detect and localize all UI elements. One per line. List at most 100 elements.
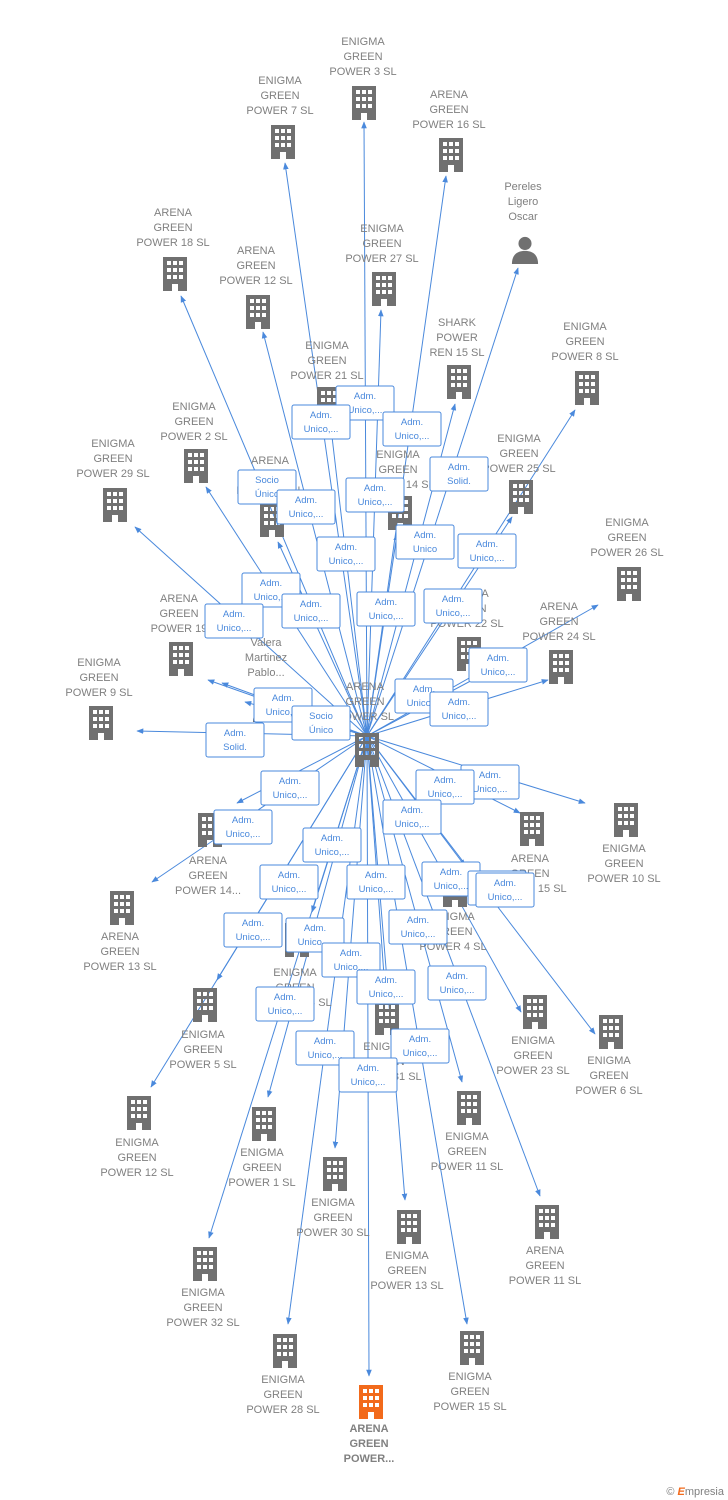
relation-label-eg10[interactable]: Adm.Unico,... — [415, 769, 475, 805]
node-label-line: Valera — [251, 637, 283, 649]
relation-label-eg18[interactable]: Adm.Unico,... — [259, 864, 319, 900]
relation-label-ag24[interactable]: Adm.Unico,... — [429, 691, 489, 727]
node-label-line: GREEN — [236, 260, 275, 272]
relation-label-eg13[interactable]: Adm.Unico,... — [356, 969, 416, 1005]
relation-label-eg25[interactable]: Adm.Unico,... — [423, 588, 483, 624]
relation-label-eg9[interactable]: Adm.Unico,... — [460, 764, 520, 800]
relation-label-eg15[interactable]: Adm.Unico,... — [338, 1057, 398, 1093]
relation-label-ag12[interactable]: Adm.Unico,... — [276, 489, 336, 525]
relation-label-text: Adm. — [300, 599, 322, 610]
relation-label-pereles[interactable]: Adm.Solid. — [429, 456, 489, 492]
relation-label-ag11[interactable]: Adm.Unico,... — [427, 965, 487, 1001]
relation-label-eg30[interactable]: Adm.Unico,... — [295, 1030, 355, 1066]
relation-label-eg28[interactable]: Adm.Unico,... — [390, 1028, 450, 1064]
relation-label-ag13[interactable]: Adm.Unico,... — [260, 770, 320, 806]
relation-edge-eg7 — [283, 162, 368, 737]
relation-label-eg1[interactable]: Adm.Unico,... — [255, 986, 315, 1022]
relation-label-ag7[interactable]: Adm.Unico,... — [281, 593, 341, 629]
node-label-line: ARENA — [251, 455, 290, 467]
node-label-line: GREEN — [159, 608, 198, 620]
relation-label-eg5[interactable]: Adm.Unico,... — [223, 912, 283, 948]
relation-label-text: Unico,... — [217, 623, 252, 634]
relation-label-eg8[interactable]: Adm.Unico,... — [457, 533, 517, 569]
relation-label-text: Adm. — [224, 728, 246, 739]
node-label-line: GREEN — [429, 104, 468, 116]
relation-label-eg29[interactable]: Adm.Unico,... — [204, 603, 264, 639]
relation-label-eg26[interactable]: Adm.Unico,... — [468, 647, 528, 683]
relation-label-text: Adm. — [448, 462, 470, 473]
relation-label-text: Unico,... — [298, 937, 333, 948]
relation-label-eg11[interactable]: Adm.Unico,... — [321, 942, 381, 978]
relation-label-ag15[interactable]: Adm.Unico,... — [382, 799, 442, 835]
relation-label-box — [356, 591, 416, 627]
node-label-line: ENIGMA — [115, 1137, 159, 1149]
relation-label-text: Unico,... — [266, 707, 301, 718]
building-icon — [252, 1107, 276, 1141]
building-icon — [372, 272, 396, 306]
relation-label-eg31[interactable]: Adm.Unico,... — [388, 909, 448, 945]
node-label-line: POWER 13 SL — [83, 961, 156, 973]
building-icon — [246, 295, 270, 329]
building-icon — [163, 257, 187, 291]
building-icon — [184, 449, 208, 483]
relation-label-ag16[interactable]: Adm.Unico,... — [382, 411, 442, 447]
node-label-line: GREEN — [343, 51, 382, 63]
relation-label-eg27[interactable]: Adm.Unico,... — [345, 477, 405, 513]
relation-label-eg4[interactable]: Adm.Unico,... — [346, 864, 406, 900]
node-label-line: ARENA — [540, 601, 579, 613]
relation-label-shark[interactable]: Adm.Unico — [395, 524, 455, 560]
relation-label-eg14[interactable]: Adm.Unico,... — [356, 591, 416, 627]
node-label-line: GREEN — [153, 222, 192, 234]
relation-label-eg7[interactable]: Adm.Unico,... — [291, 404, 351, 440]
relation-label-box — [468, 647, 528, 683]
relation-label-eg21[interactable]: Adm.Unico,... — [316, 536, 376, 572]
empresia-credit[interactable]: © Empresia — [666, 1486, 724, 1498]
relation-label-text: Adm. — [272, 693, 294, 704]
relation-label-highlight[interactable]: Adm.Unico,... — [475, 872, 535, 908]
relation-label-ag14[interactable]: Adm.Unico,... — [213, 809, 273, 845]
node-label-line: POWER 32 SL — [166, 1317, 239, 1329]
relation-label-text: Unico,... — [369, 989, 404, 1000]
relation-label-eg32[interactable]: Adm.Unico,... — [302, 827, 362, 863]
relation-label-box — [205, 722, 265, 758]
relation-label-valera[interactable]: Adm.Solid. — [205, 722, 265, 758]
